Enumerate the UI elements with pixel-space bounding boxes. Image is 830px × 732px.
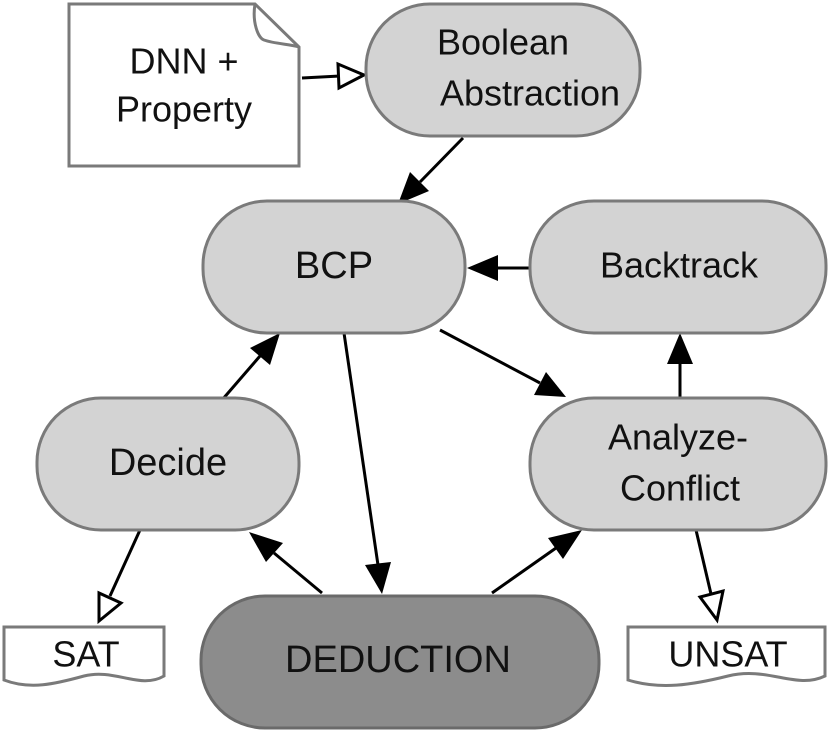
hollow-arrowhead-input-to-abstraction — [336, 61, 368, 91]
edge-abstraction-to-bcp — [418, 136, 465, 184]
dnn-property-line1: DNN + — [129, 41, 238, 82]
unsat-document: UNSAT — [626, 625, 827, 687]
edge-decide-to-sat — [108, 529, 142, 597]
node-boolean-abstraction: Boolean Abstraction — [364, 2, 642, 138]
hollow-arrowheads — [97, 61, 725, 625]
hollow-arrowhead-decide-to-sat — [97, 590, 124, 625]
node-bcp: BCP — [201, 199, 467, 335]
edge-decide-to-bcp — [220, 355, 262, 401]
dnn-property-line2: Property — [116, 89, 252, 130]
backtrack-label: Backtrack — [600, 245, 759, 286]
node-deduction: DEDUCTION — [199, 594, 601, 730]
node-backtrack: Backtrack — [528, 199, 828, 335]
analyze-conflict-line1: Analyze- — [608, 417, 748, 458]
edge-input-to-abstraction — [301, 74, 341, 80]
edge-deduction-to-decide — [273, 551, 323, 595]
edge-deduction-to-analyze — [491, 546, 557, 595]
edge-bcp-to-deduction — [342, 332, 380, 566]
unsat-label: UNSAT — [668, 634, 787, 675]
edge-analyze-to-unsat — [694, 529, 713, 595]
arrowhead-deduction-to-analyze — [548, 530, 582, 559]
arrowhead-backtrack-to-bcp — [467, 255, 498, 281]
hollow-arrowhead-analyze-to-unsat — [697, 588, 725, 624]
bcp-label: BCP — [295, 245, 373, 287]
boolean-abstraction-line1: Boolean — [437, 22, 569, 63]
boolean-abstraction-line2: Abstraction — [440, 73, 620, 114]
edge-bcp-to-analyze — [439, 328, 541, 385]
sat-document: SAT — [2, 625, 166, 687]
arrowhead-deduction-to-decide — [249, 532, 283, 562]
node-analyze-conflict: Analyze- Conflict — [528, 396, 828, 532]
sat-label: SAT — [52, 634, 119, 675]
node-decide: Decide — [35, 396, 301, 532]
deduction-label: DEDUCTION — [285, 639, 511, 681]
decide-label: Decide — [109, 442, 227, 484]
arrowhead-analyze-to-backtrack — [667, 333, 693, 364]
arrowhead-decide-to-bcp — [250, 333, 280, 365]
dnn-property-document: DNN + Property — [67, 2, 301, 168]
arrowhead-abstraction-to-bcp — [398, 172, 429, 204]
analyze-conflict-line2: Conflict — [620, 468, 740, 509]
arrowheads — [249, 172, 693, 594]
arrowhead-bcp-to-analyze — [534, 372, 566, 397]
arrowhead-bcp-to-deduction — [365, 562, 391, 594]
edges — [108, 74, 713, 597]
